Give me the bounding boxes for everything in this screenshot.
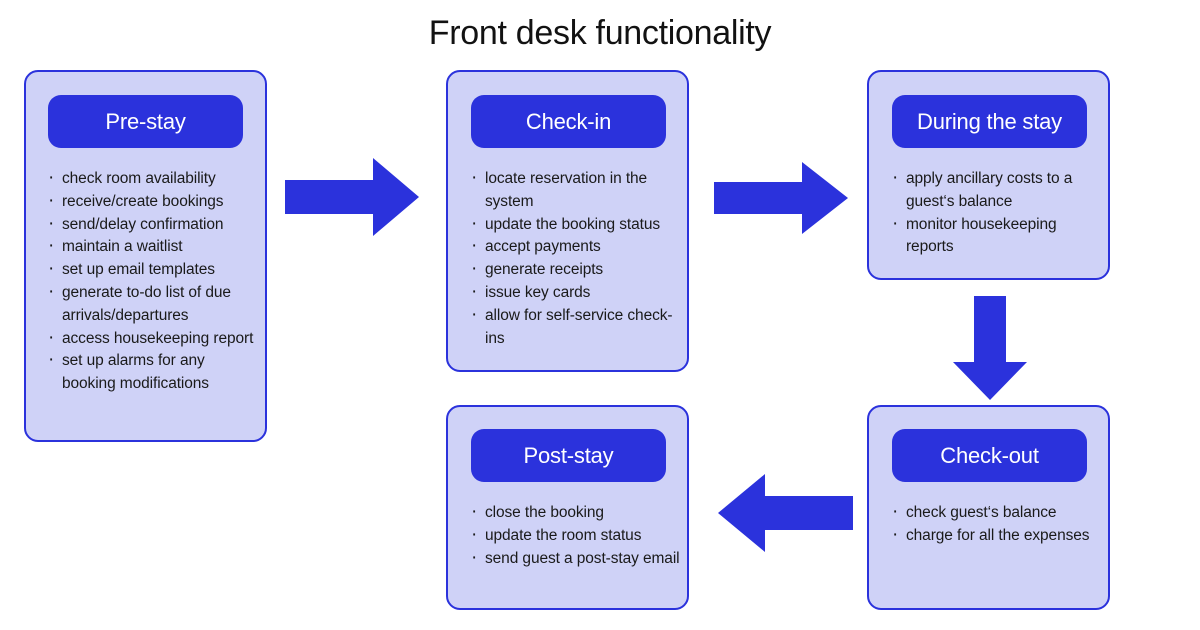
list-item: set up email templates [46, 258, 261, 282]
list-item: maintain a waitlist [46, 235, 261, 259]
stage-header-check-out: Check-out [892, 429, 1087, 482]
list-item: update the room status [469, 524, 684, 548]
list-item: allow for self-service check-ins [469, 304, 687, 351]
list-item: generate receipts [469, 258, 687, 282]
list-item: monitor housekeeping reports [890, 213, 1102, 260]
stage-header-during-the-stay: During the stay [892, 95, 1087, 148]
list-item: close the booking [469, 501, 684, 525]
stage-header-pre-stay: Pre-stay [48, 95, 243, 148]
list-item: update the booking status [469, 213, 687, 237]
stage-list-check-out: check guest‘s balance charge for all the… [890, 501, 1102, 548]
list-item: access housekeeping report [46, 327, 261, 351]
list-item: generate to-do list of due arrivals/depa… [46, 281, 261, 328]
list-item: receive/create bookings [46, 190, 261, 214]
arrow-down-icon [953, 296, 1027, 400]
stage-list-pre-stay: check room availability receive/create b… [46, 167, 261, 396]
list-item: set up alarms for any booking modificati… [46, 349, 261, 396]
list-item: send guest a post-stay email [469, 547, 684, 571]
stage-header-check-in: Check-in [471, 95, 666, 148]
stage-list-check-in: locate reservation in the system update … [469, 167, 687, 351]
list-item: apply ancillary costs to a guest‘s balan… [890, 167, 1102, 214]
arrow-right-icon [714, 162, 848, 234]
list-item: locate reservation in the system [469, 167, 687, 214]
list-item: send/delay confirmation [46, 213, 261, 237]
stage-list-post-stay: close the booking update the room status… [469, 501, 684, 571]
arrow-left-icon [718, 474, 853, 552]
page-title: Front desk functionality [428, 14, 772, 52]
stage-list-during-the-stay: apply ancillary costs to a guest‘s balan… [890, 167, 1102, 260]
list-item: accept payments [469, 235, 687, 259]
list-item: charge for all the expenses [890, 524, 1102, 548]
list-item: issue key cards [469, 281, 687, 305]
stage-header-post-stay: Post-stay [471, 429, 666, 482]
list-item: check room availability [46, 167, 261, 191]
arrow-right-icon [285, 158, 419, 236]
list-item: check guest‘s balance [890, 501, 1102, 525]
